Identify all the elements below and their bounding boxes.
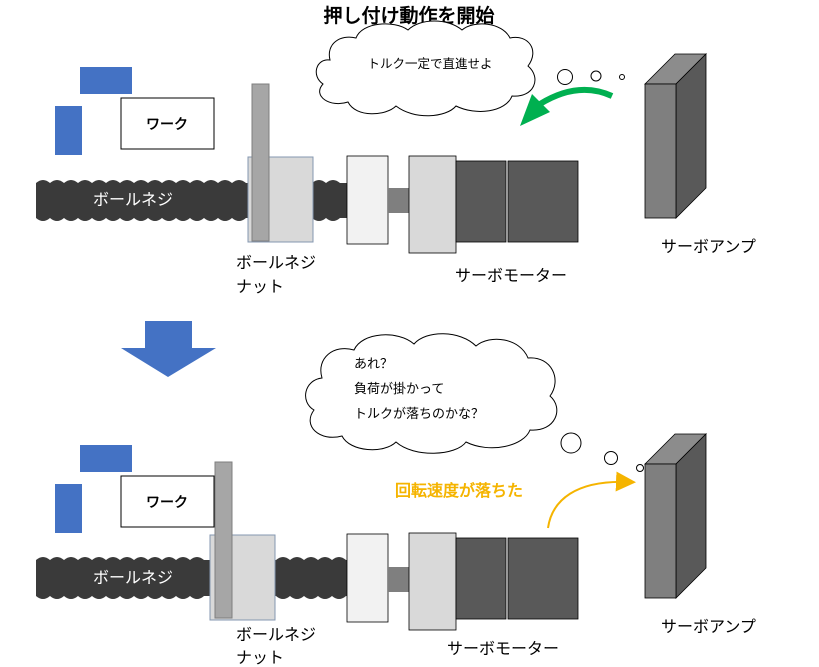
bottom-nut-label-line2: ナット xyxy=(236,648,284,667)
top-thought-bubble xyxy=(315,20,536,117)
top-scene: ワーク ボールネジ ボールネジ ナット サーボモーター サーボアンプ トルク一定… xyxy=(36,20,756,296)
bottom-workpiece xyxy=(120,475,215,528)
bottom-thought-dot-medium xyxy=(604,451,618,465)
diagram-title: 押し付け動作を開始 xyxy=(323,4,494,27)
bottom-motor-flange xyxy=(408,532,457,631)
top-workpiece-label: ワーク xyxy=(146,117,188,133)
top-command-arrow xyxy=(538,86,614,107)
top-thought-dot-medium xyxy=(590,70,602,82)
bottom-ball-screw xyxy=(36,557,348,599)
top-ball-screw-label: ボールネジ xyxy=(93,190,173,209)
bottom-servo-amp-label: サーボアンプ xyxy=(661,617,756,636)
top-bubble-text: トルク一定で直進せよ xyxy=(367,56,492,71)
bottom-feedback-arrow xyxy=(547,471,636,529)
bottom-coupling xyxy=(346,533,389,623)
bottom-ball-screw-label: ボールネジ xyxy=(93,568,173,587)
bottom-blue-block-upper xyxy=(80,445,132,472)
top-servo-amp-front xyxy=(644,83,677,219)
bottom-nut-label-line1: ボールネジ xyxy=(236,625,316,644)
bottom-bubble-line2: 負荷が掛かって xyxy=(354,382,444,397)
bottom-thought-dot-large xyxy=(560,432,582,454)
top-motor-body-rear xyxy=(507,160,579,243)
bottom-servo-amp-front xyxy=(644,463,677,599)
top-pusher-rod xyxy=(251,83,270,242)
bottom-speed-note: 回転速度が落ちた xyxy=(395,481,523,500)
bottom-bubble-line3: トルクが落ちのかな？ xyxy=(354,407,484,422)
bottom-pusher-rod xyxy=(214,461,233,619)
top-coupling xyxy=(346,155,389,245)
bottom-motor-body-rear xyxy=(507,537,579,620)
bottom-bubble-line1: あれ？ xyxy=(354,357,393,372)
top-blue-block-lower xyxy=(55,106,82,155)
bottom-workpiece-label: ワーク xyxy=(146,495,188,511)
bottom-thought-bubble xyxy=(305,333,558,454)
top-nut-label-line2: ナット xyxy=(236,277,284,296)
bottom-scene: ワーク ボールネジ ボールネジ ナット サーボモーター サーボアンプ あれ？ 負… xyxy=(36,333,756,667)
bottom-thought-dot-small xyxy=(636,464,644,472)
top-motor-flange xyxy=(408,155,457,254)
top-nut-label-line1: ボールネジ xyxy=(236,253,316,272)
top-blue-block-upper xyxy=(80,67,132,94)
top-motor-label: サーボモーター xyxy=(455,266,567,285)
scene-transition-down-arrow xyxy=(121,321,216,377)
top-servo-amp-label: サーボアンプ xyxy=(661,237,756,256)
top-motor-body-front xyxy=(455,160,507,243)
bottom-motor-body-front xyxy=(455,537,507,620)
bottom-blue-block-lower xyxy=(55,484,82,533)
top-command-arrowhead xyxy=(520,94,550,126)
bottom-motor-shaft xyxy=(388,567,410,592)
top-thought-dot-large xyxy=(557,69,573,85)
bottom-motor-label: サーボモーター xyxy=(447,639,559,658)
top-thought-dot-small xyxy=(619,74,625,80)
top-motor-shaft xyxy=(388,188,410,213)
top-workpiece xyxy=(120,97,215,150)
